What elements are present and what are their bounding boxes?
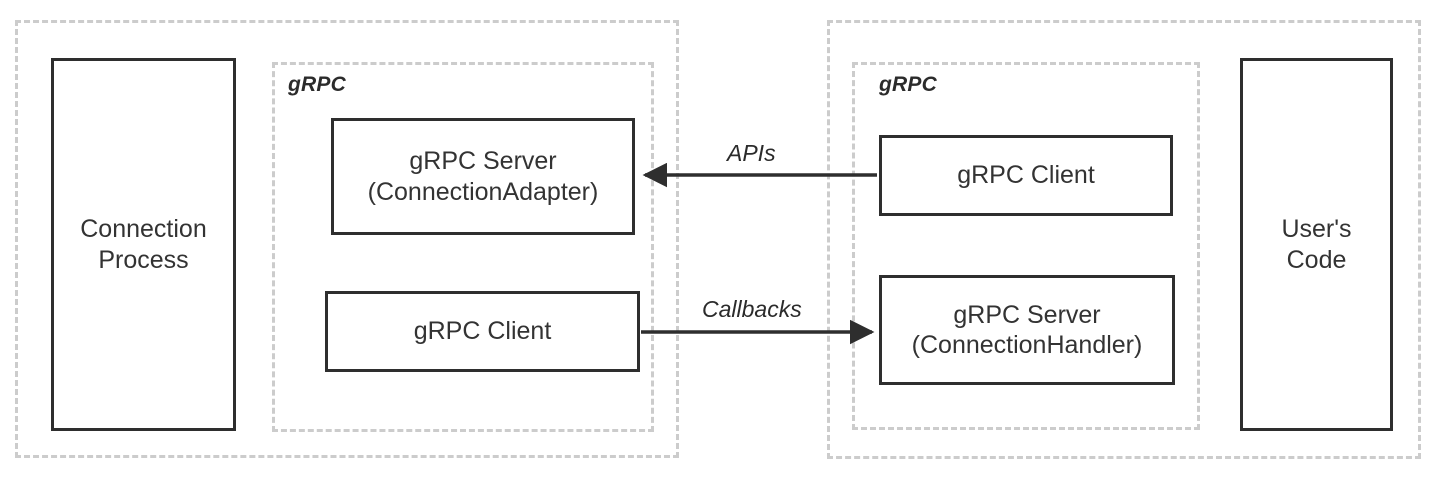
edge-label-apis: APIs (727, 140, 776, 166)
node-label-grpc-client-left: gRPC Client (413, 317, 552, 346)
group-users-code (827, 20, 1421, 459)
node-grpc-client-left[interactable]: gRPC Client (325, 291, 640, 372)
node-label-grpc-server-connection-handler: gRPC Server (ConnectionHandler) (911, 300, 1143, 360)
group-label-grpc-right: gRPC (879, 73, 937, 96)
node-label-connection-process: Connection Process (80, 215, 207, 274)
group-grpc-left (272, 62, 654, 432)
group-label-grpc-left: gRPC (288, 73, 346, 96)
node-users-code[interactable]: User's Code (1240, 58, 1393, 431)
node-grpc-server-connection-adapter[interactable]: gRPC Server (ConnectionAdapter) (331, 118, 635, 235)
node-label-grpc-server-connection-adapter: gRPC Server (ConnectionAdapter) (367, 147, 599, 206)
node-connection-process[interactable]: Connection Process (51, 58, 236, 431)
node-grpc-server-connection-handler[interactable]: gRPC Server (ConnectionHandler) (879, 275, 1175, 385)
group-connection-process (15, 20, 679, 458)
node-grpc-client-right[interactable]: gRPC Client (879, 135, 1173, 216)
group-grpc-right (852, 62, 1200, 430)
node-label-grpc-client-right: gRPC Client (957, 161, 1095, 190)
edge-label-callbacks: Callbacks (702, 296, 802, 322)
node-label-users-code: User's Code (1281, 215, 1352, 274)
